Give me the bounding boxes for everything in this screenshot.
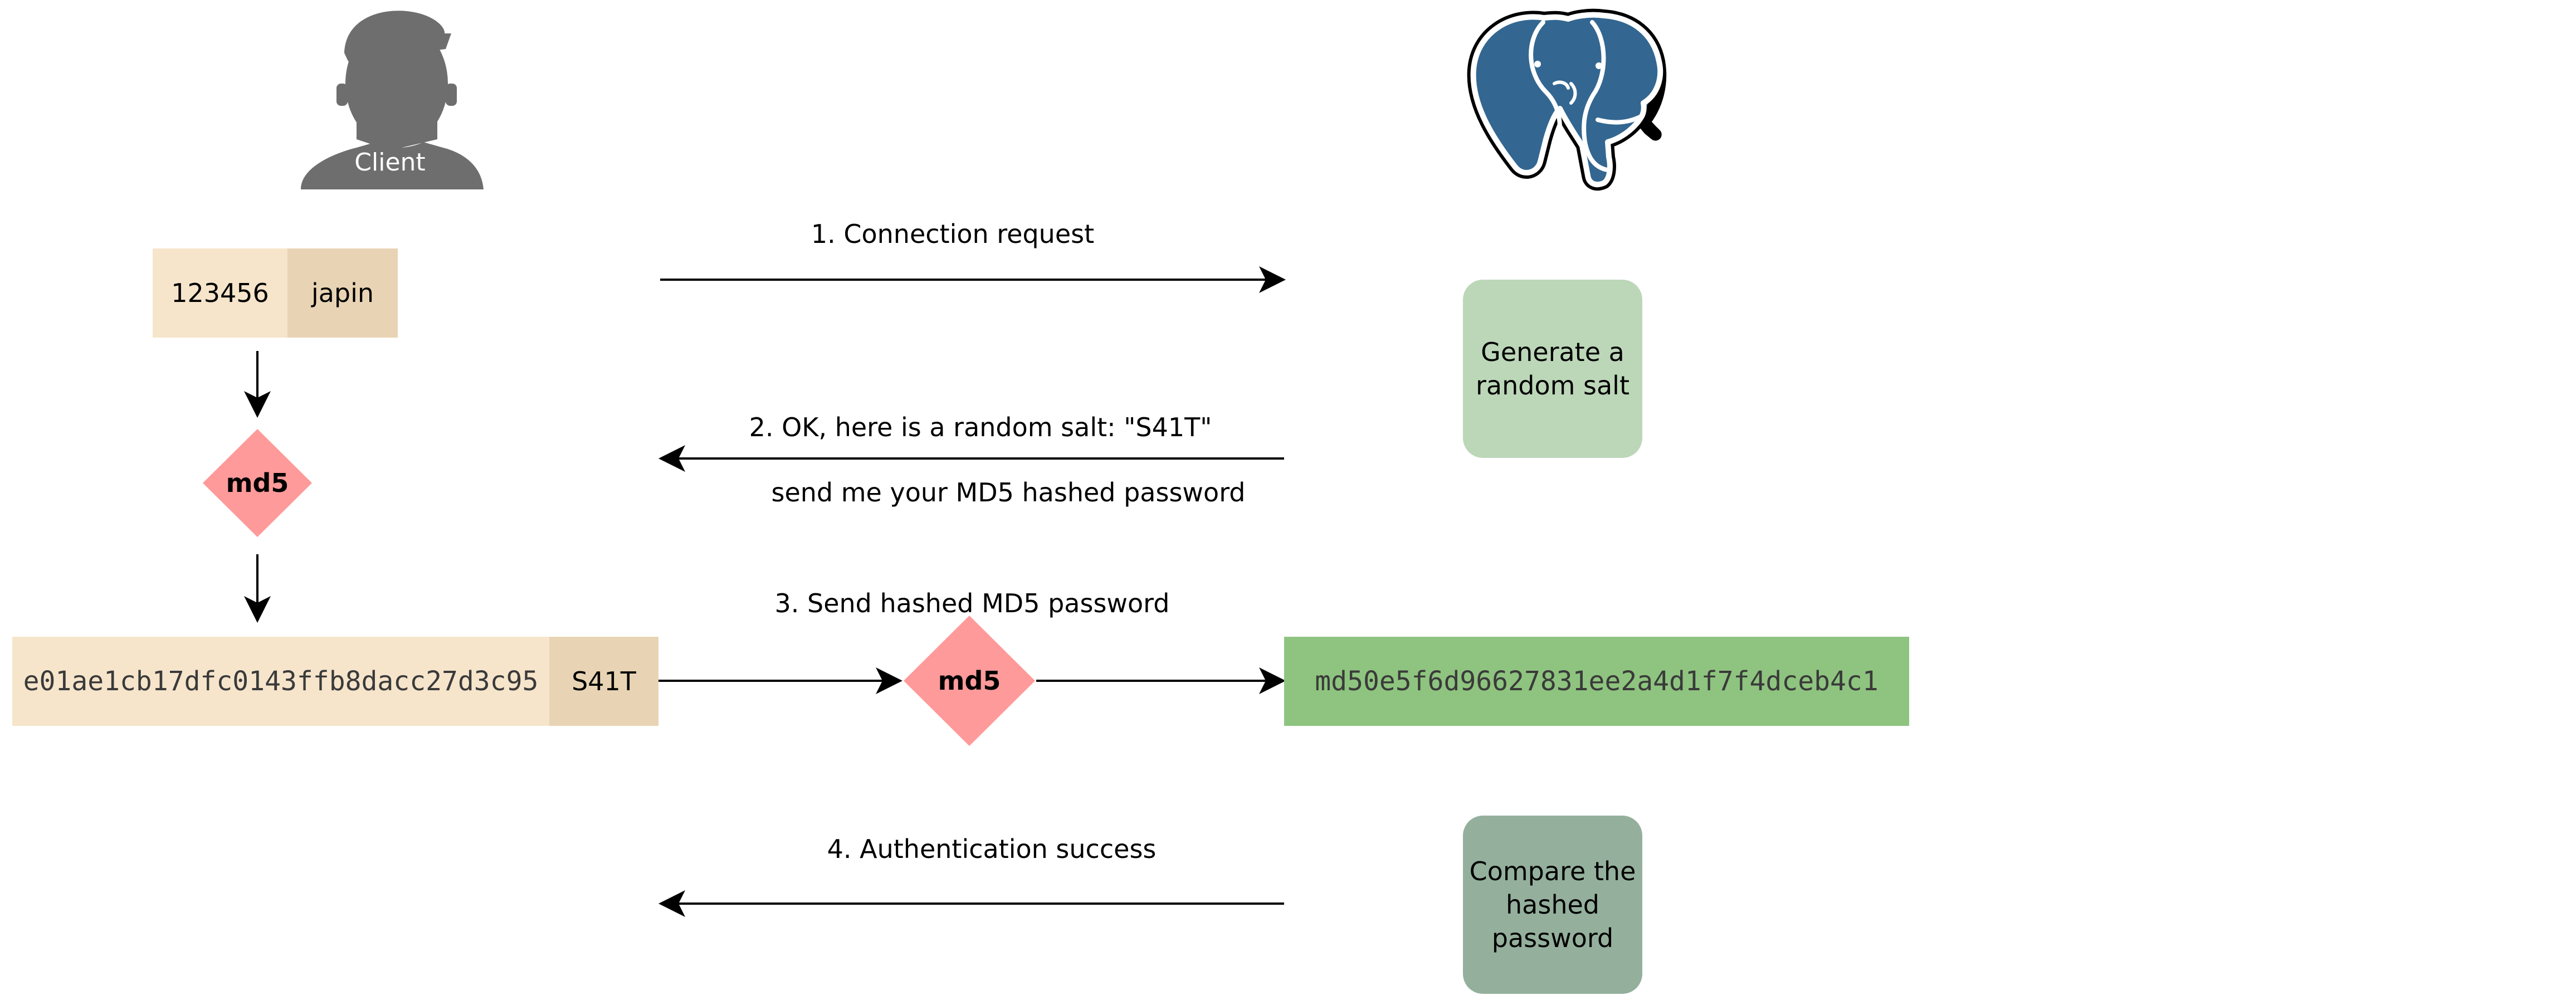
md5-label-transfer: md5: [938, 666, 1001, 696]
generate-salt-box: Generate a random salt: [1463, 280, 1642, 458]
client-user-icon: [301, 11, 484, 189]
message-salt-reply: 2. OK, here is a random salt: "S41T": [749, 412, 1212, 442]
md5-label-client: md5: [226, 468, 289, 498]
md5-hash-box: e01ae1cb17dfc0143ffb8dacc27d3c95: [12, 637, 549, 726]
client-label: Client: [354, 148, 426, 177]
stored-hash-box: md50e5f6d96627831ee2a4d1f7f4dceb4c1: [1284, 637, 1909, 726]
message-auth-success: 4. Authentication success: [827, 834, 1157, 864]
username-box: japin: [287, 248, 398, 338]
compare-password-box: Compare the hashed password: [1463, 816, 1642, 994]
message-send-hash: 3. Send hashed MD5 password: [774, 588, 1170, 618]
password-box: 123456: [153, 248, 287, 338]
message-connection-request: 1. Connection request: [811, 219, 1095, 249]
md5-diamond-transfer: [904, 616, 1035, 746]
salt-box: S41T: [549, 637, 658, 726]
message-salt-reply-detail: send me your MD5 hashed password: [771, 477, 1246, 508]
md5-diamond-client: [203, 429, 312, 537]
postgresql-elephant-icon: [1467, 8, 1667, 191]
